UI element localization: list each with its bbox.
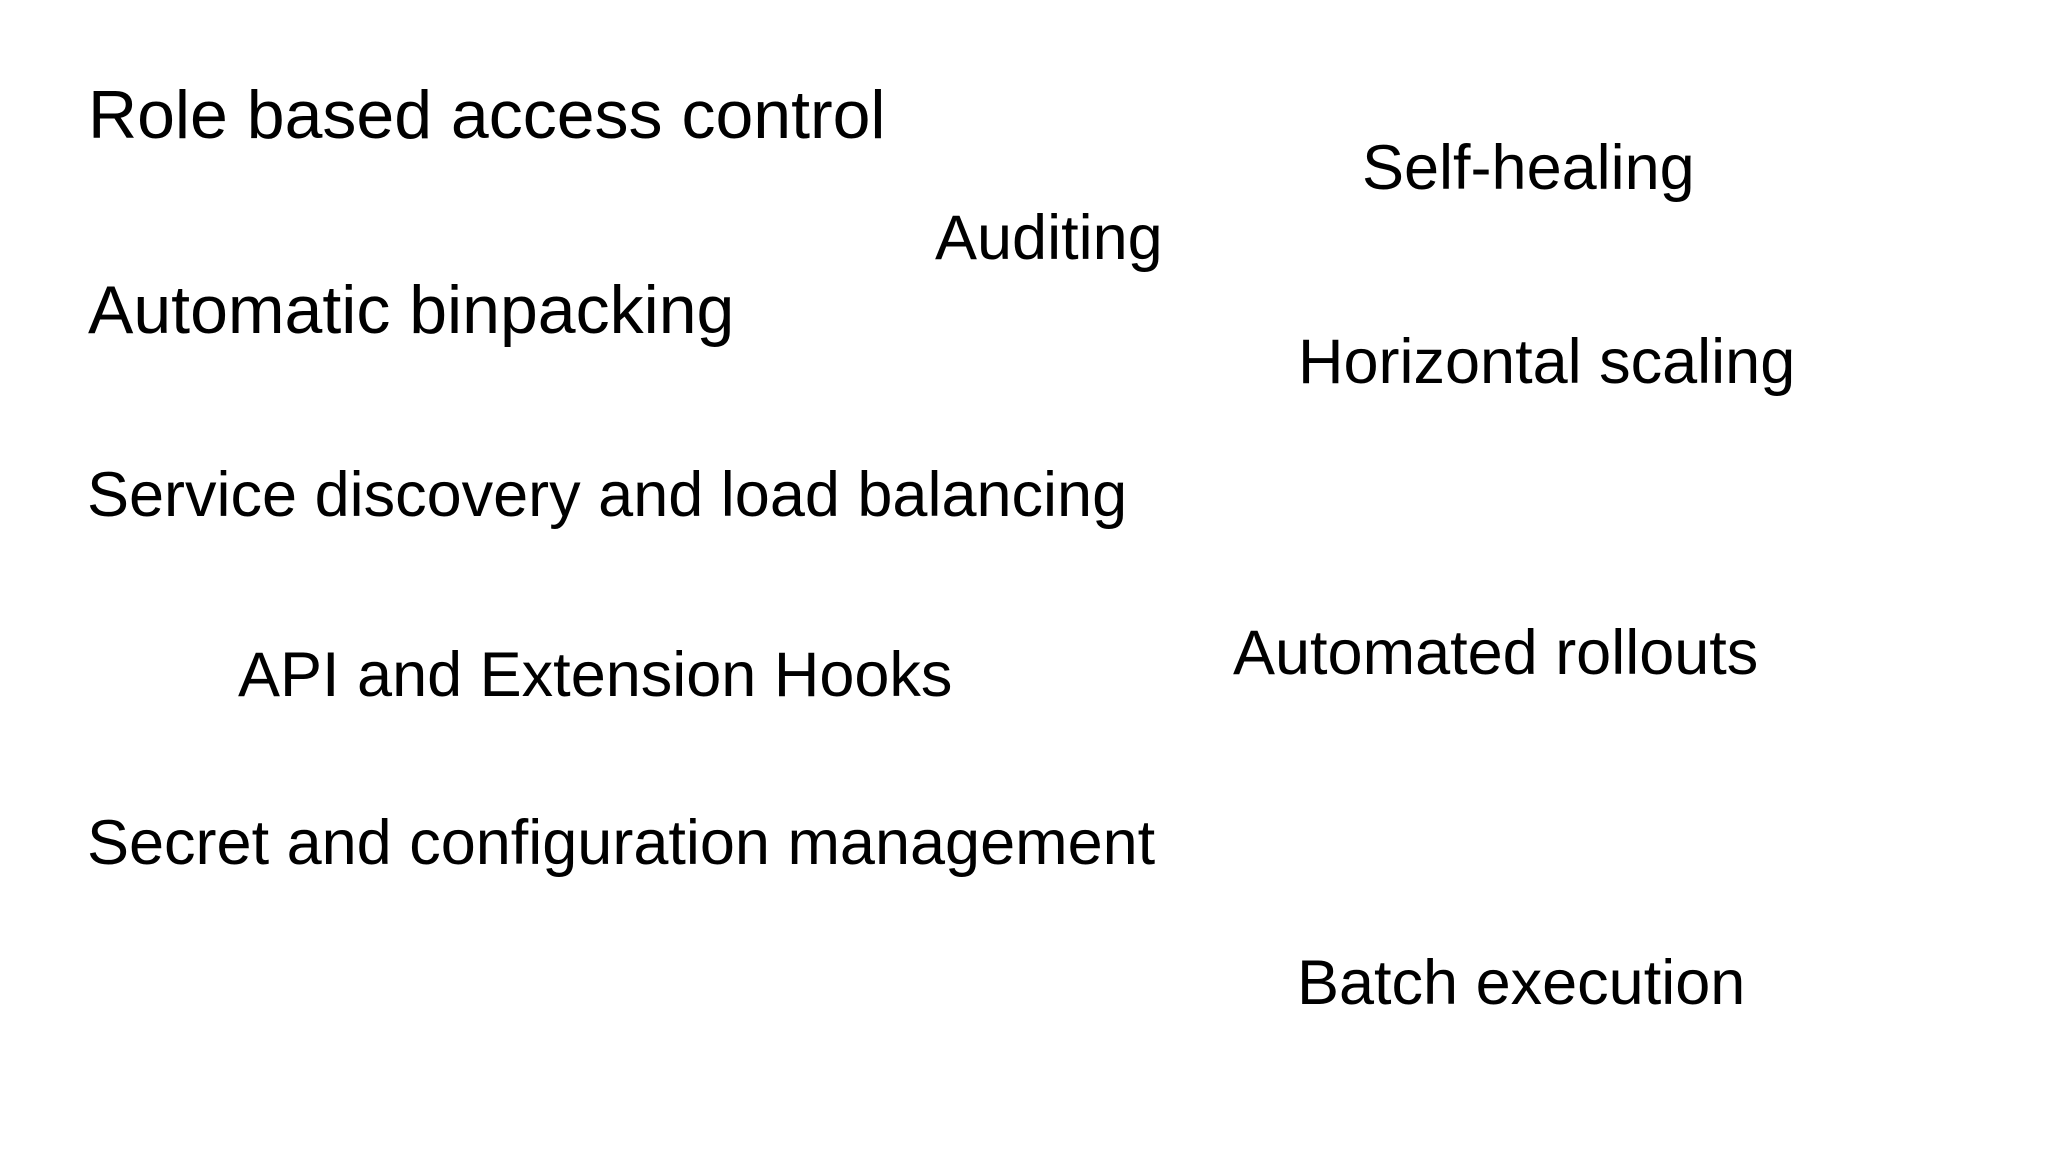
feature-label-role-based-access-control: Role based access control xyxy=(88,77,886,153)
feature-label-service-discovery-load-balancing: Service discovery and load balancing xyxy=(87,460,1128,530)
feature-label-batch-execution: Batch execution xyxy=(1297,948,1746,1018)
feature-label-horizontal-scaling: Horizontal scaling xyxy=(1298,327,1796,397)
feature-label-secret-configuration-management: Secret and configuration management xyxy=(87,808,1156,878)
feature-label-automatic-binpacking: Automatic binpacking xyxy=(88,272,735,348)
feature-label-api-extension-hooks: API and Extension Hooks xyxy=(238,640,953,710)
feature-label-automated-rollouts: Automated rollouts xyxy=(1233,618,1759,688)
feature-label-auditing: Auditing xyxy=(935,203,1163,273)
feature-label-self-healing: Self-healing xyxy=(1362,133,1695,203)
